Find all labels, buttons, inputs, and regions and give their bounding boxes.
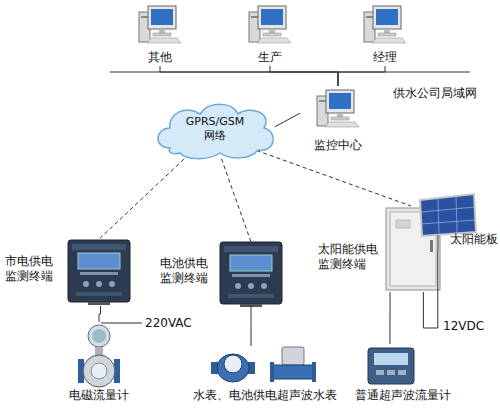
- node-label: 电池供电 监测终端: [160, 256, 214, 286]
- node-label: 电磁流量计: [64, 388, 134, 403]
- monitor-center-node: 监控中心: [300, 86, 376, 154]
- wireless-link: [100, 154, 189, 238]
- cloud-shape: [158, 104, 273, 158]
- monitor-terminal: 电池供电 监测终端: [160, 242, 282, 306]
- computer-icon: [249, 6, 291, 43]
- connector-line: [389, 292, 390, 344]
- terminal-icon: [68, 240, 130, 305]
- network-cloud: GPRS/GSM 网络: [150, 98, 280, 162]
- node-label: 经理: [355, 50, 415, 65]
- connector-line: [99, 306, 101, 322]
- flow-meter: 普通超声波流量计: [345, 344, 460, 406]
- connector-line: [251, 306, 252, 346]
- ultrasonic-flowmeter-icon: [368, 348, 414, 384]
- node-label: 太阳能供电 监测终端: [318, 242, 382, 272]
- node-label: 监控中心: [300, 138, 376, 153]
- water-meter-icon: [211, 354, 255, 382]
- computer-node: 生产: [240, 4, 300, 66]
- water-meter: 水表、电池供电超声波水表: [180, 346, 350, 406]
- solar-panel: 太阳能板: [412, 192, 498, 250]
- connector-line: [275, 113, 300, 127]
- wireless-link: [257, 150, 411, 206]
- annotation-label: 220VAC: [145, 316, 192, 331]
- computer-icon: [139, 6, 181, 43]
- computer-node: 经理: [355, 4, 415, 66]
- flow-meter: 电磁流量计: [64, 322, 134, 406]
- power-wire: [101, 323, 142, 324]
- ultrasonic-water-meter-icon: [270, 347, 316, 382]
- connector-line: [338, 66, 385, 86]
- connector-line: [270, 66, 338, 86]
- computer-icon: [364, 6, 406, 43]
- monitor-terminal: 太阳能供电 监测终端: [318, 206, 442, 292]
- node-label: 市电供电 监测终端: [5, 254, 59, 284]
- node-label: 生产: [240, 50, 300, 65]
- node-label: 水表、电池供电超声波水表: [180, 388, 350, 403]
- terminal-icon: [220, 242, 282, 307]
- node-label: 太阳能板: [446, 232, 498, 247]
- wireless-link: [222, 159, 252, 242]
- electromagnetic-flowmeter-icon: [78, 325, 120, 387]
- node-label: GPRS/GSM 网络: [180, 115, 250, 143]
- node-label: 普通超声波流量计: [345, 388, 460, 403]
- connector-line: [423, 250, 437, 328]
- edge-label: 12VDC: [443, 319, 484, 334]
- node-label: 其他: [130, 50, 190, 65]
- annotation-label: 供水公司局域网: [393, 86, 477, 101]
- computer-node: 其他: [130, 4, 190, 66]
- monitor-terminal: 市电供电 监测终端: [5, 238, 132, 306]
- connector-line: [160, 66, 338, 86]
- computer-icon: [317, 90, 359, 127]
